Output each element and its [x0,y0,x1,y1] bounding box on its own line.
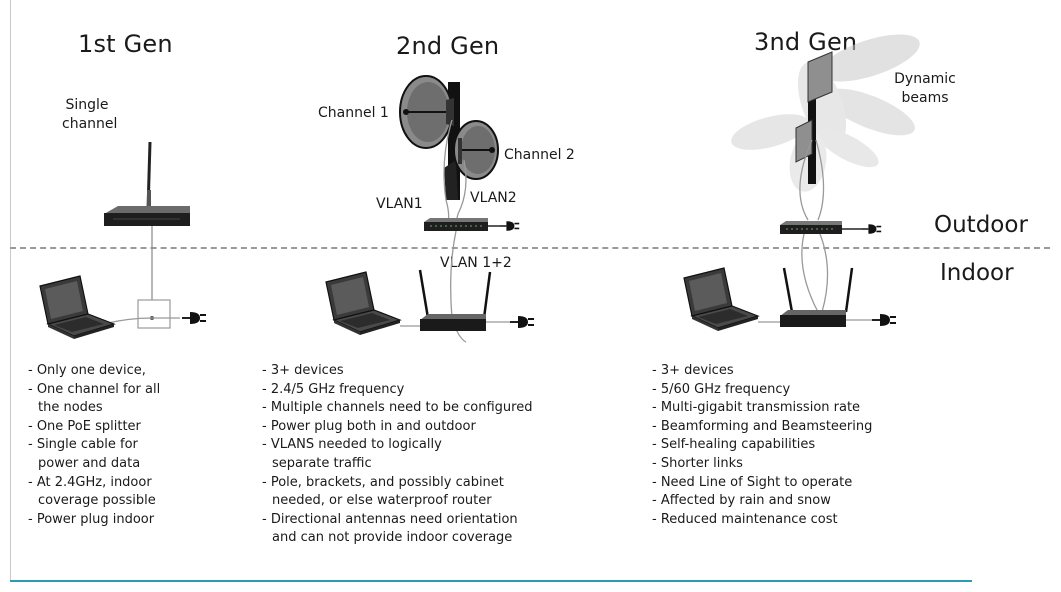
list-item: - Power plug both in and outdoor [262,418,476,434]
list-item: needed, or else waterproof router [272,493,492,509]
outdoor-label: Outdoor [934,212,1028,238]
indoor-label: Indoor [940,260,1014,286]
list-item: - Beamforming and Beamsteering [652,418,873,434]
single-channel-label: Single channel [62,97,118,132]
list-item: separate traffic [272,455,372,471]
dynamic-beams-icon [731,34,920,192]
gen2-outdoor-plug-icon [499,220,521,232]
gen3-outdoor-plug-icon [861,223,883,235]
channel2-label: Channel 2 [504,147,575,163]
dish-antenna-2-icon [453,120,499,180]
gen3-bullets: - 3+ devices - 5/60 GHz frequency - Mult… [652,362,952,529]
list-item: - Affected by rain and snow [652,493,831,509]
list-item: - Directional antennas need orientation [262,511,518,527]
gen1-bullets: - Only one device, - One channel for all… [28,362,218,529]
outdoor-indoor-divider [10,247,1050,249]
list-item: - Multiple channels need to be configure… [262,400,533,416]
list-item: - VLANS needed to logically [262,437,442,453]
gen1-plug-icon [181,311,207,325]
list-item: - Shorter links [652,455,743,471]
bottom-rule [10,580,972,582]
list-item: - Reduced maintenance cost [652,511,838,527]
list-item: - Multi-gigabit transmission rate [652,400,861,416]
vlan2-label: VLAN2 [470,190,517,206]
list-item: coverage possible [38,493,156,509]
list-item: - Self-healing capabilities [652,437,816,453]
gen1-router [104,141,190,226]
list-item: - Pole, brackets, and possibly cabinet [262,474,504,490]
list-item: - Need Line of Sight to operate [652,474,853,490]
gen2-laptop-icon [325,271,401,336]
list-item: - One PoE splitter [28,418,141,434]
poe-splitter [137,299,171,329]
list-item: - 3+ devices [262,363,344,378]
gen3-outdoor-switch [780,221,842,234]
channel1-label: Channel 1 [318,105,389,121]
vlan12-label: VLAN 1+2 [440,255,512,271]
list-item: - At 2.4GHz, indoor [28,474,152,490]
list-item: - Only one device, [28,363,146,378]
list-item: - 2.4/5 GHz frequency [262,381,405,397]
gen2-header: 2nd Gen [396,32,500,60]
gen2-bullets: - 3+ devices - 2.4/5 GHz frequency - Mul… [262,362,602,548]
list-item: - Power plug indoor [28,511,155,527]
vlan1-label: VLAN1 [376,196,423,212]
gen3-laptop-icon [683,267,759,332]
list-item: - 5/60 GHz frequency [652,381,791,397]
gen3-indoor-plug-icon [871,313,897,327]
dish-antenna-1-icon [399,75,454,149]
gen3-header: 3nd Gen [754,28,858,56]
gen2-outdoor-switch [424,218,488,231]
gen2-indoor-plug-icon [509,315,535,329]
gen1-laptop-icon [39,275,115,340]
list-item: the nodes [38,400,103,416]
gen2-indoor-router [418,269,492,331]
list-item: power and data [38,455,141,471]
gen3-indoor-router [780,267,854,327]
list-item: - Single cable for [28,437,138,453]
list-item: and can not provide indoor coverage [272,530,513,546]
left-border [10,0,11,582]
list-item: - One channel for all [28,381,161,397]
gen1-header: 1st Gen [78,30,173,58]
dynamic-beams-label: Dynamic beams [894,71,956,106]
list-item: - 3+ devices [652,363,734,378]
